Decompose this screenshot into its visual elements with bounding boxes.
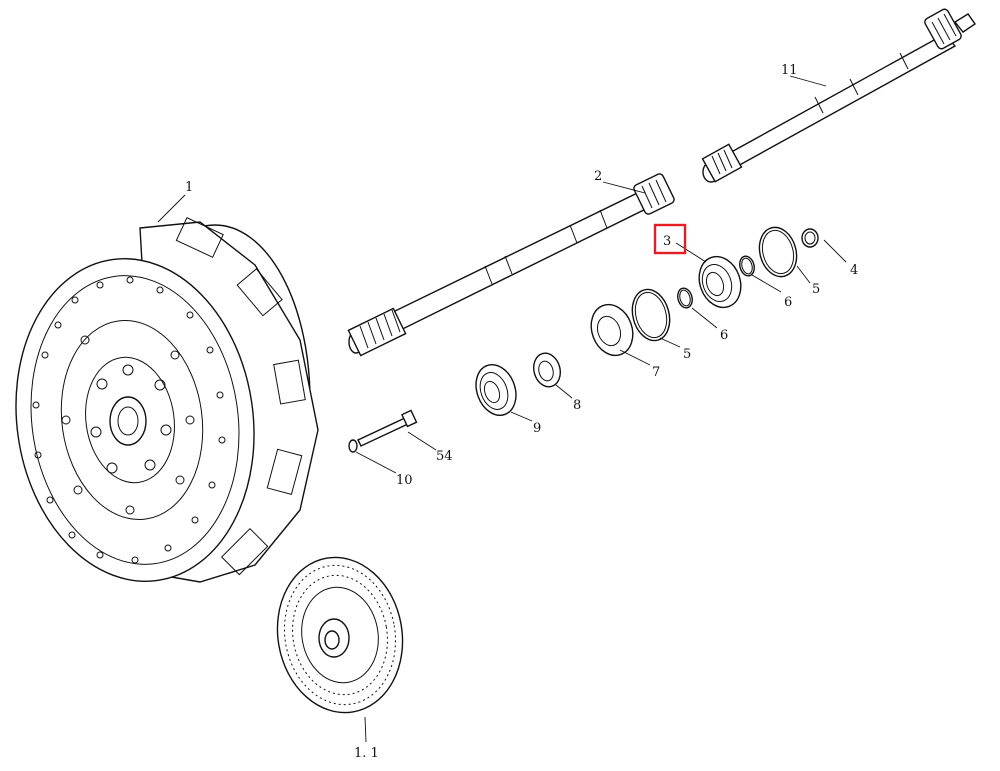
part-5-circlip-upper[interactable] (754, 223, 802, 281)
callout-6-upper[interactable]: 6 (784, 295, 792, 310)
part-6-snap-ring-upper[interactable] (738, 255, 757, 278)
callout-54[interactable]: 54 (436, 449, 453, 464)
part-9-bearing[interactable] (469, 359, 522, 421)
part-7-seal[interactable] (584, 299, 639, 362)
part-54-bolt[interactable] (357, 409, 418, 447)
part-10-washer[interactable] (348, 439, 358, 453)
leader-lines (157, 75, 847, 743)
part-4-ring[interactable] (801, 228, 819, 248)
part-6-snap-ring-lower[interactable] (676, 287, 695, 310)
callout-1-1[interactable]: 1. 1 (354, 746, 379, 761)
part-3-bearing[interactable] (692, 251, 747, 314)
part-5-circlip-lower[interactable] (627, 285, 675, 345)
callout-9[interactable]: 9 (533, 421, 541, 436)
callout-labels: 1 2 3 4 5 6 5 6 7 8 9 54 10 11 1. 1 (185, 63, 858, 761)
callout-5-lower[interactable]: 5 (683, 347, 691, 362)
callout-6-lower[interactable]: 6 (720, 328, 728, 343)
part-1-clutch-assembly[interactable] (0, 217, 319, 597)
callout-7[interactable]: 7 (652, 365, 660, 380)
callout-3[interactable]: 3 (663, 234, 671, 249)
callout-11[interactable]: 11 (781, 63, 798, 78)
part-11-shaft[interactable] (701, 8, 976, 183)
callout-8[interactable]: 8 (573, 398, 581, 413)
highlight-box (653, 223, 687, 255)
callout-4[interactable]: 4 (850, 263, 858, 278)
part-1-1-clutch-disc[interactable] (265, 547, 414, 722)
part-2-shaft[interactable] (347, 173, 675, 357)
callout-10[interactable]: 10 (396, 473, 413, 488)
callout-2[interactable]: 2 (594, 169, 602, 184)
callout-1[interactable]: 1 (185, 180, 193, 195)
part-8-washer[interactable] (530, 350, 564, 390)
callout-5-upper[interactable]: 5 (812, 282, 820, 297)
